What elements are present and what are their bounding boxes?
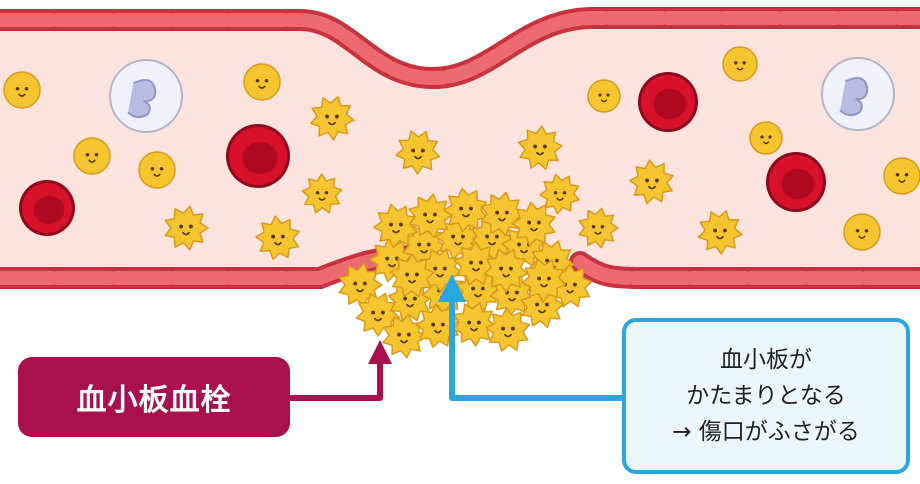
red-blood-cell-icon bbox=[19, 180, 75, 236]
platelet-icon bbox=[483, 248, 529, 293]
red-blood-cell-icon bbox=[638, 72, 698, 132]
platelet-icon bbox=[309, 96, 355, 141]
platelet-icon bbox=[138, 151, 176, 189]
platelet-icon bbox=[749, 121, 783, 155]
platelet-icon bbox=[578, 207, 619, 249]
note-line-3: → 傷口がふさがる bbox=[672, 419, 860, 445]
platelet-icon bbox=[301, 173, 343, 214]
platelet-icon bbox=[73, 137, 111, 175]
platelet-icon bbox=[408, 193, 453, 239]
platelet-icon bbox=[451, 302, 497, 347]
red-blood-cell-icon bbox=[766, 152, 826, 212]
platelet-thrombus-label: 血小板血栓 bbox=[18, 357, 290, 437]
platelet-icon bbox=[722, 46, 758, 82]
platelet-clot bbox=[338, 187, 593, 359]
platelet-icon bbox=[3, 71, 41, 109]
platelet-icon bbox=[843, 213, 881, 251]
label-text: 血小板血栓 bbox=[76, 383, 232, 418]
white-blood-cell-icon bbox=[821, 57, 895, 131]
platelet-icon bbox=[382, 313, 427, 359]
platelet-icon bbox=[517, 125, 563, 170]
platelet-icon bbox=[164, 205, 209, 251]
white-blood-cell-icon bbox=[109, 59, 183, 133]
arrow-icon bbox=[290, 340, 392, 401]
platelet-icon bbox=[485, 307, 531, 352]
platelet-icon bbox=[883, 157, 920, 195]
explanation-callout: 血小板が かたまりとなる → 傷口がふさがる bbox=[622, 318, 910, 474]
note-line-1: 血小板が bbox=[720, 347, 812, 373]
arrow-icon bbox=[438, 274, 622, 401]
note-line-2: かたまりとなる bbox=[686, 383, 846, 409]
blood-cells bbox=[3, 46, 920, 261]
platelet-icon bbox=[629, 159, 674, 205]
platelet-icon bbox=[255, 215, 300, 261]
platelet-icon bbox=[443, 187, 488, 233]
platelet-icon bbox=[389, 253, 435, 298]
platelet-icon bbox=[511, 201, 556, 247]
platelet-icon bbox=[243, 63, 281, 101]
platelet-icon bbox=[395, 130, 441, 175]
vessel-wall-top bbox=[0, 7, 920, 90]
platelet-icon bbox=[697, 210, 743, 255]
platelet-icon bbox=[539, 173, 580, 215]
platelet-icon bbox=[521, 258, 567, 303]
red-blood-cell-icon bbox=[226, 124, 290, 188]
platelet-icon bbox=[587, 79, 621, 113]
